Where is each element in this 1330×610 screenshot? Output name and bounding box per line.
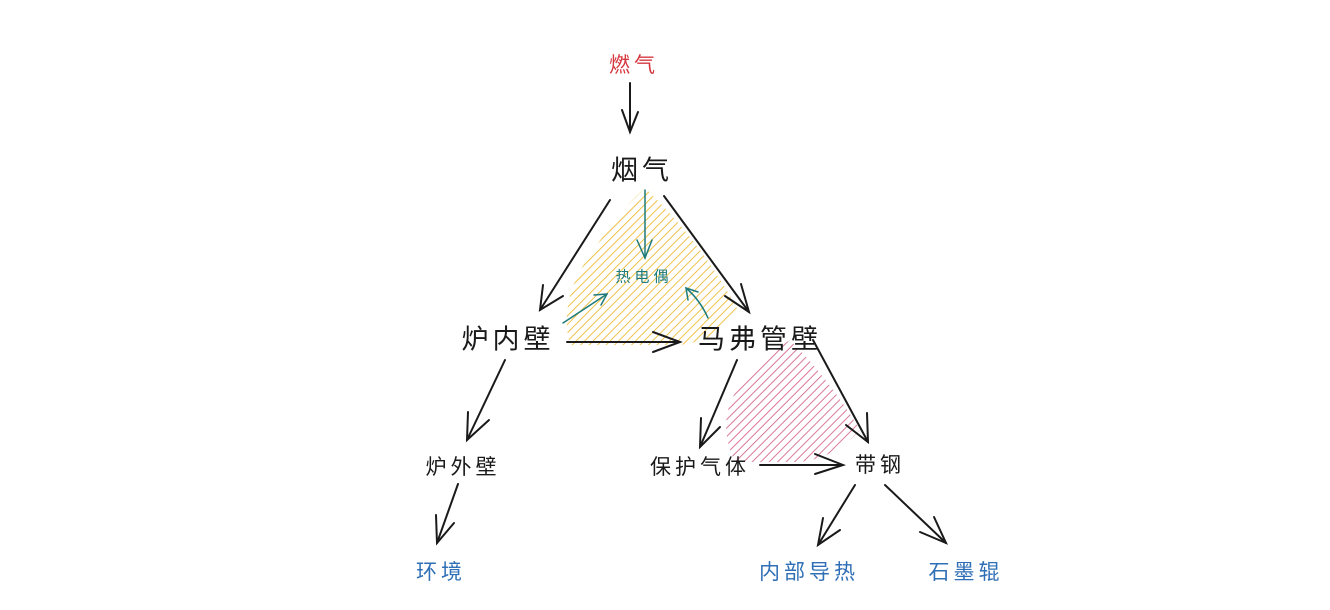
node-thermocouple: 热电偶: [615, 267, 673, 286]
node-graphite-roller: 石墨辊: [928, 560, 1004, 584]
node-environment: 环境: [416, 560, 466, 584]
node-furnace-outer-wall: 炉外壁: [425, 455, 501, 479]
node-steel-strip: 带钢: [855, 453, 905, 477]
node-fuel-gas: 燃气: [609, 53, 659, 77]
arrow-inner-to-muffle: [566, 331, 683, 353]
arrow-flue-to-thermocouple: [636, 189, 653, 260]
yellow-hatch-region: [566, 188, 738, 345]
arrow-steel-to-internal: [816, 484, 856, 548]
arrow-inner-to-outer: [465, 359, 506, 443]
arrow-muffle-to-steel: [812, 339, 870, 445]
arrow-gas-to-steel: [759, 453, 846, 475]
pink-hatch-region: [726, 340, 860, 462]
arrow-flue-to-inner-wall: [538, 199, 611, 312]
arrow-inner-to-thermocouple: [562, 293, 609, 324]
arrow-steel-to-roller: [884, 484, 948, 545]
arrow-outer-to-environment: [435, 483, 459, 546]
node-internal-conduction: 内部导热: [759, 560, 859, 584]
node-muffle-tube-wall: 马弗管壁: [698, 324, 822, 356]
node-furnace-inner-wall: 炉内壁: [461, 324, 555, 356]
arrow-muffle-to-thermocouple: [685, 286, 709, 319]
node-flue-gas: 烟气: [611, 155, 673, 187]
arrow-fuel-to-flue: [621, 82, 639, 135]
arrow-muffle-to-protective-gas: [698, 359, 738, 450]
node-protective-gas: 保护气体: [650, 455, 750, 479]
arrow-flue-to-muffle: [663, 195, 751, 315]
